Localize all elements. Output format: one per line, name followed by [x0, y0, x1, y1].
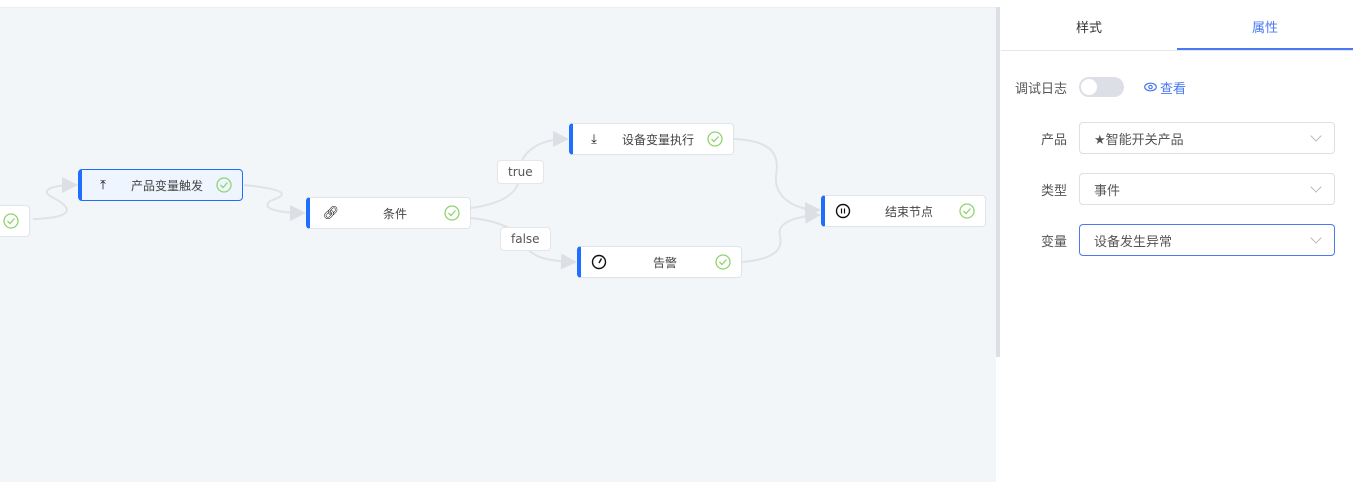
upload-icon: ⤒	[100, 177, 106, 193]
panel-tabs: 样式 属性	[1001, 7, 1353, 51]
flow-node-condition[interactable]: 🔗︎ 条件	[306, 197, 471, 229]
tab-properties[interactable]: 属性	[1177, 7, 1353, 50]
chevron-down-icon	[1310, 130, 1322, 142]
variable-select[interactable]: 设备发生异常	[1079, 224, 1335, 256]
link-icon: 🔗︎	[322, 205, 340, 221]
debug-log-label: 调试日志	[1014, 81, 1067, 97]
edge-prev-trigger	[32, 177, 78, 220]
gauge-icon	[591, 254, 607, 270]
flow-node-alarm[interactable]: 告警	[577, 246, 742, 278]
type-row: 类型 事件	[1001, 173, 1335, 205]
edge-label-false[interactable]: false	[500, 227, 551, 251]
check-circle-icon	[959, 203, 975, 219]
view-log-link[interactable]: 查看	[1144, 78, 1186, 97]
edge-label-true[interactable]: true	[497, 160, 544, 184]
check-circle-icon	[715, 254, 731, 270]
flow-node-end[interactable]: 结束节点	[821, 195, 986, 227]
flow-node-exec[interactable]: ⤓ 设备变量执行	[569, 123, 734, 155]
variable-row: 变量 设备发生异常	[1001, 224, 1335, 256]
flow-edges	[32, 131, 821, 270]
product-row: 产品 ★智能开关产品	[1001, 122, 1335, 154]
check-circle-icon	[444, 205, 460, 221]
chevron-down-icon	[1310, 232, 1322, 244]
properties-panel: 样式 属性 调试日志 查看 产品 ★智能开关产品 类型 事件 变量 设备发生异常	[1001, 7, 1353, 482]
type-select[interactable]: 事件	[1079, 173, 1335, 205]
pause-circle-icon	[835, 203, 851, 219]
check-circle-icon	[3, 213, 19, 229]
canvas-scrollbar[interactable]	[996, 7, 1000, 357]
flow-canvas[interactable]: ⤒ 产品变量触发 🔗︎ 条件 ⤓ 设备变量执行 告警 结束节点 true fal…	[0, 7, 996, 482]
tab-style[interactable]: 样式	[1075, 21, 1102, 36]
product-label: 产品	[1040, 132, 1067, 148]
chevron-down-icon	[1310, 181, 1322, 193]
edge-alarm-end	[741, 207, 821, 263]
check-circle-icon	[216, 177, 232, 193]
edge-exec-end	[733, 138, 821, 218]
flow-node-trigger[interactable]: ⤒ 产品变量触发	[78, 169, 243, 201]
download-icon: ⤓	[591, 131, 597, 147]
debug-log-row: 调试日志 查看	[1001, 77, 1186, 97]
eye-icon	[1144, 82, 1157, 92]
flow-node-prev[interactable]	[0, 205, 30, 237]
check-circle-icon	[707, 131, 723, 147]
edge-trigger-condition	[243, 184, 306, 221]
variable-label: 变量	[1040, 234, 1067, 250]
type-label: 类型	[1040, 183, 1067, 199]
debug-log-toggle[interactable]	[1079, 77, 1124, 97]
product-select[interactable]: ★智能开关产品	[1079, 122, 1335, 154]
